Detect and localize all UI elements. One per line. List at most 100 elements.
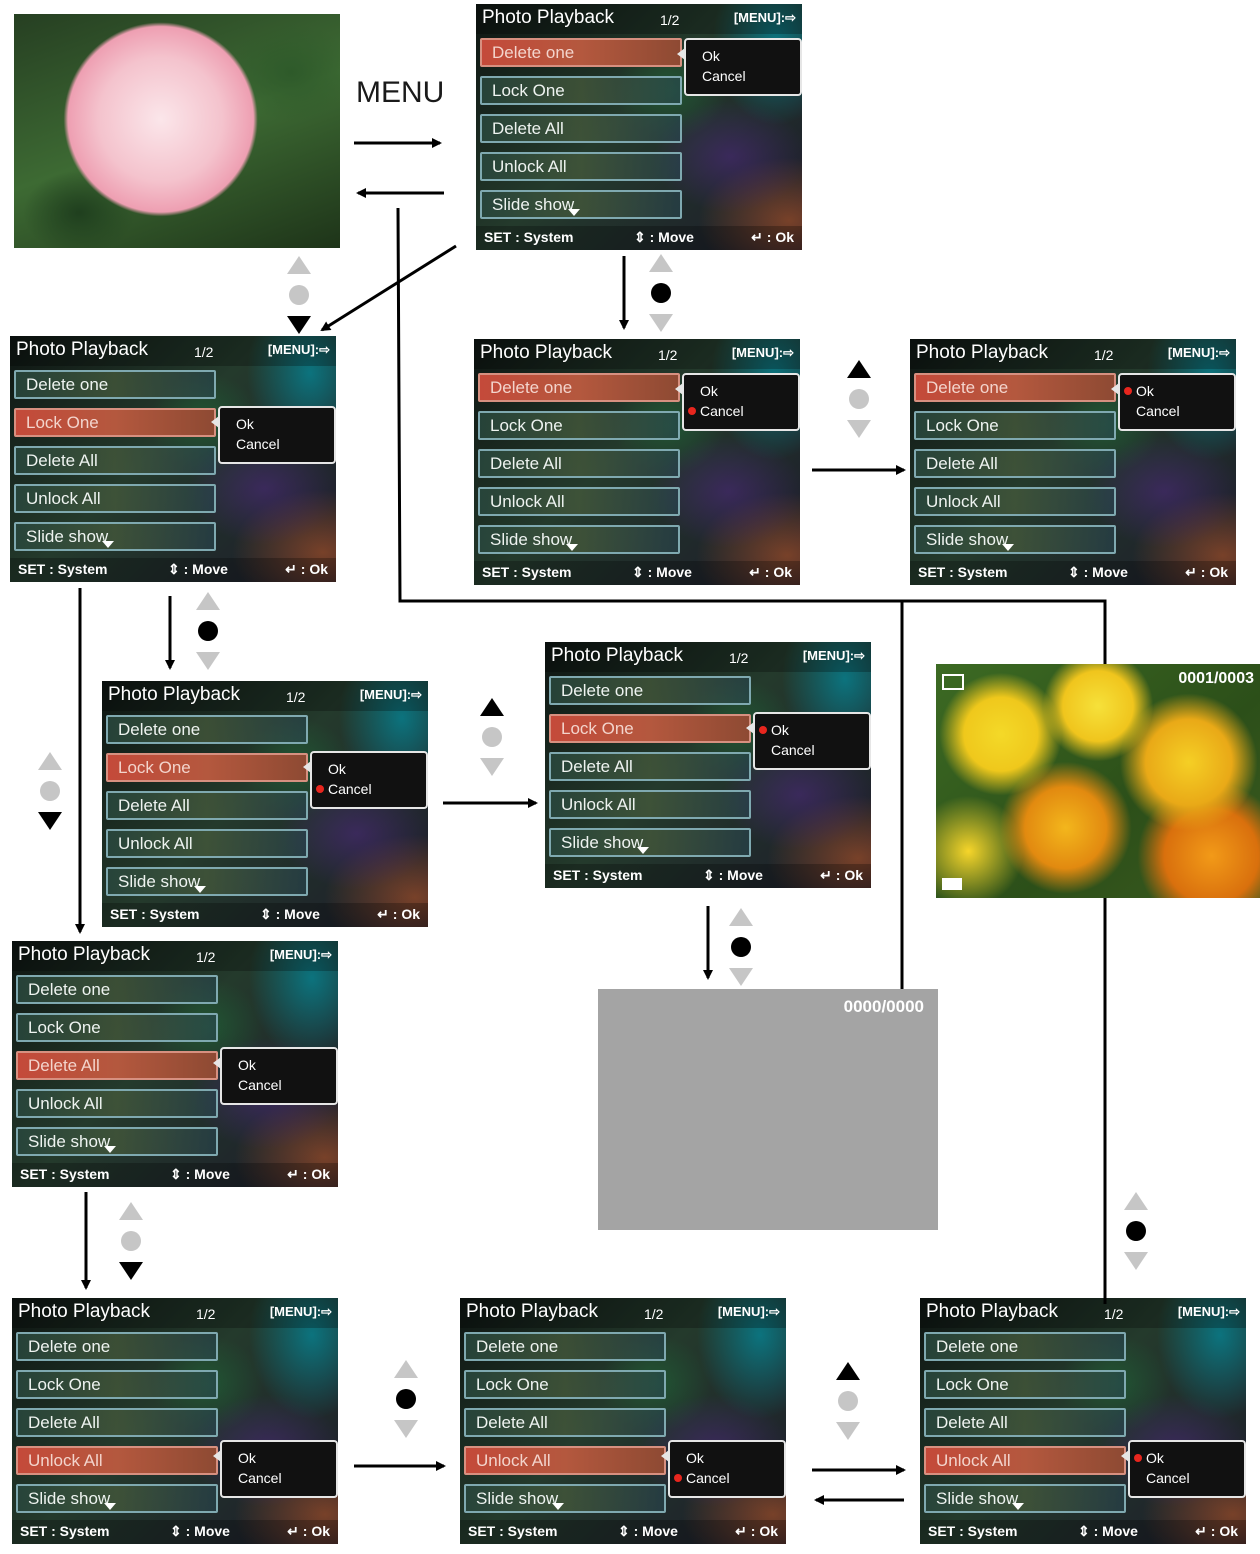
footer-set-hint: SET : System (928, 1523, 1018, 1539)
menu-footer: SET : System⇕ : Move↵ : Ok (476, 226, 802, 250)
menu-item-slide-show[interactable]: Slide show (16, 1127, 218, 1156)
menu-item-delete-one[interactable]: Delete one (464, 1332, 666, 1361)
option-ok[interactable]: Ok (755, 720, 869, 740)
up-arrow-icon (480, 698, 504, 716)
menu-item-delete-one[interactable]: Delete one (14, 370, 216, 399)
menu-item-slide-show[interactable]: Slide show (549, 828, 751, 857)
menu-item-unlock-all[interactable]: Unlock All (14, 484, 216, 513)
menu-item-slide-show[interactable]: Slide show (478, 525, 680, 554)
menu-item-delete-all[interactable]: Delete All (478, 449, 680, 478)
option-label: Ok (771, 722, 789, 738)
footer-move-hint: ⇕ : Move (170, 1166, 230, 1182)
up-arrow-icon (847, 360, 871, 378)
menu-item-lock-one[interactable]: Lock One (16, 1013, 218, 1042)
menu-item-delete-one[interactable]: Delete one (16, 975, 218, 1004)
footer-move-hint: ⇕ : Move (632, 564, 692, 580)
option-cancel[interactable]: Cancel (684, 401, 798, 421)
menu-item-unlock-all[interactable]: Unlock All (106, 829, 308, 858)
menu-item-unlock-all[interactable]: Unlock All (480, 152, 682, 181)
option-ok[interactable]: Ok (684, 381, 798, 401)
menu-item-slide-show[interactable]: Slide show (480, 190, 682, 219)
option-cancel[interactable]: Cancel (755, 740, 869, 760)
menu-item-slide-show[interactable]: Slide show (914, 525, 1116, 554)
return-line (396, 207, 1107, 664)
option-cancel[interactable]: Cancel (686, 66, 800, 86)
option-ok[interactable]: Ok (222, 1448, 336, 1468)
menu-item-delete-one[interactable]: Delete one (480, 38, 682, 67)
menu-page-indicator: 1/2 (658, 347, 678, 363)
selection-dot-icon (674, 1474, 682, 1482)
menu-item-lock-one[interactable]: Lock One (464, 1370, 666, 1399)
menu-item-slide-show[interactable]: Slide show (924, 1484, 1126, 1513)
option-ok[interactable]: Ok (686, 46, 800, 66)
menu-item-lock-one[interactable]: Lock One (914, 411, 1116, 440)
nav-indicator-center (194, 592, 222, 670)
menu-item-unlock-all[interactable]: Unlock All (914, 487, 1116, 516)
menu-item-delete-all[interactable]: Delete All (16, 1051, 218, 1080)
menu-exit-hint: [MENU]:⇨ (802, 648, 865, 663)
menu-item-delete-all[interactable]: Delete All (480, 114, 682, 143)
scroll-down-icon (104, 1146, 116, 1153)
menu-item-unlock-all[interactable]: Unlock All (924, 1446, 1126, 1475)
option-cancel[interactable]: Cancel (312, 779, 426, 799)
option-ok[interactable]: Ok (1130, 1448, 1244, 1468)
menu-item-unlock-all[interactable]: Unlock All (478, 487, 680, 516)
menu-item-delete-one[interactable]: Delete one (16, 1332, 218, 1361)
down-arrow-icon (729, 968, 753, 986)
menu-item-delete-all[interactable]: Delete All (464, 1408, 666, 1437)
menu-item-slide-show[interactable]: Slide show (464, 1484, 666, 1513)
option-ok[interactable]: Ok (1120, 381, 1234, 401)
menu-footer: SET : System⇕ : Move↵ : Ok (545, 864, 871, 888)
menu-item-unlock-all[interactable]: Unlock All (16, 1446, 218, 1475)
option-cancel[interactable]: Cancel (220, 434, 334, 454)
photo-counter: 0001/0003 (1178, 670, 1254, 687)
option-cancel[interactable]: Cancel (222, 1075, 336, 1095)
option-cancel[interactable]: Cancel (1130, 1468, 1244, 1488)
menu-item-lock-one[interactable]: Lock One (106, 753, 308, 782)
menu-item-delete-one[interactable]: Delete one (549, 676, 751, 705)
footer-set-hint: SET : System (484, 229, 574, 245)
menu-item-unlock-all[interactable]: Unlock All (464, 1446, 666, 1475)
menu-item-unlock-all[interactable]: Unlock All (16, 1089, 218, 1118)
option-ok[interactable]: Ok (312, 759, 426, 779)
menu-item-delete-one[interactable]: Delete one (478, 373, 680, 402)
menu-item-delete-all[interactable]: Delete All (914, 449, 1116, 478)
camera-mode-icon (942, 674, 964, 690)
option-ok[interactable]: Ok (220, 414, 334, 434)
center-dot-icon (121, 1231, 141, 1251)
menu-item-lock-one[interactable]: Lock One (14, 408, 216, 437)
selection-dot-icon (759, 726, 767, 734)
menu-page-indicator: 1/2 (729, 650, 749, 666)
option-cancel[interactable]: Cancel (1120, 401, 1234, 421)
menu-item-unlock-all[interactable]: Unlock All (549, 790, 751, 819)
up-arrow-icon (836, 1362, 860, 1380)
up-arrow-icon (1124, 1192, 1148, 1210)
menu-item-delete-all[interactable]: Delete All (549, 752, 751, 781)
option-cancel[interactable]: Cancel (222, 1468, 336, 1488)
menu-item-slide-show[interactable]: Slide show (14, 522, 216, 551)
menu-title: Photo Playback (480, 342, 613, 363)
option-ok[interactable]: Ok (670, 1448, 784, 1468)
menu-item-lock-one[interactable]: Lock One (549, 714, 751, 743)
menu-item-lock-one[interactable]: Lock One (924, 1370, 1126, 1399)
menu-exit-hint: [MENU]:⇨ (1177, 1304, 1240, 1319)
menu-item-delete-one[interactable]: Delete one (106, 715, 308, 744)
menu-item-slide-show[interactable]: Slide show (106, 867, 308, 896)
menu-item-lock-one[interactable]: Lock One (16, 1370, 218, 1399)
footer-set-hint: SET : System (20, 1523, 110, 1539)
menu-item-delete-all[interactable]: Delete All (924, 1408, 1126, 1437)
menu-item-delete-all[interactable]: Delete All (106, 791, 308, 820)
menu-item-lock-one[interactable]: Lock One (480, 76, 682, 105)
menu-item-delete-all[interactable]: Delete All (16, 1408, 218, 1437)
menu-item-delete-one[interactable]: Delete one (914, 373, 1116, 402)
menu-item-slide-show[interactable]: Slide show (16, 1484, 218, 1513)
menu-item-lock-one[interactable]: Lock One (478, 411, 680, 440)
option-ok[interactable]: Ok (222, 1055, 336, 1075)
menu-item-delete-one[interactable]: Delete one (924, 1332, 1126, 1361)
menu-item-delete-all[interactable]: Delete All (14, 446, 216, 475)
option-cancel[interactable]: Cancel (670, 1468, 784, 1488)
